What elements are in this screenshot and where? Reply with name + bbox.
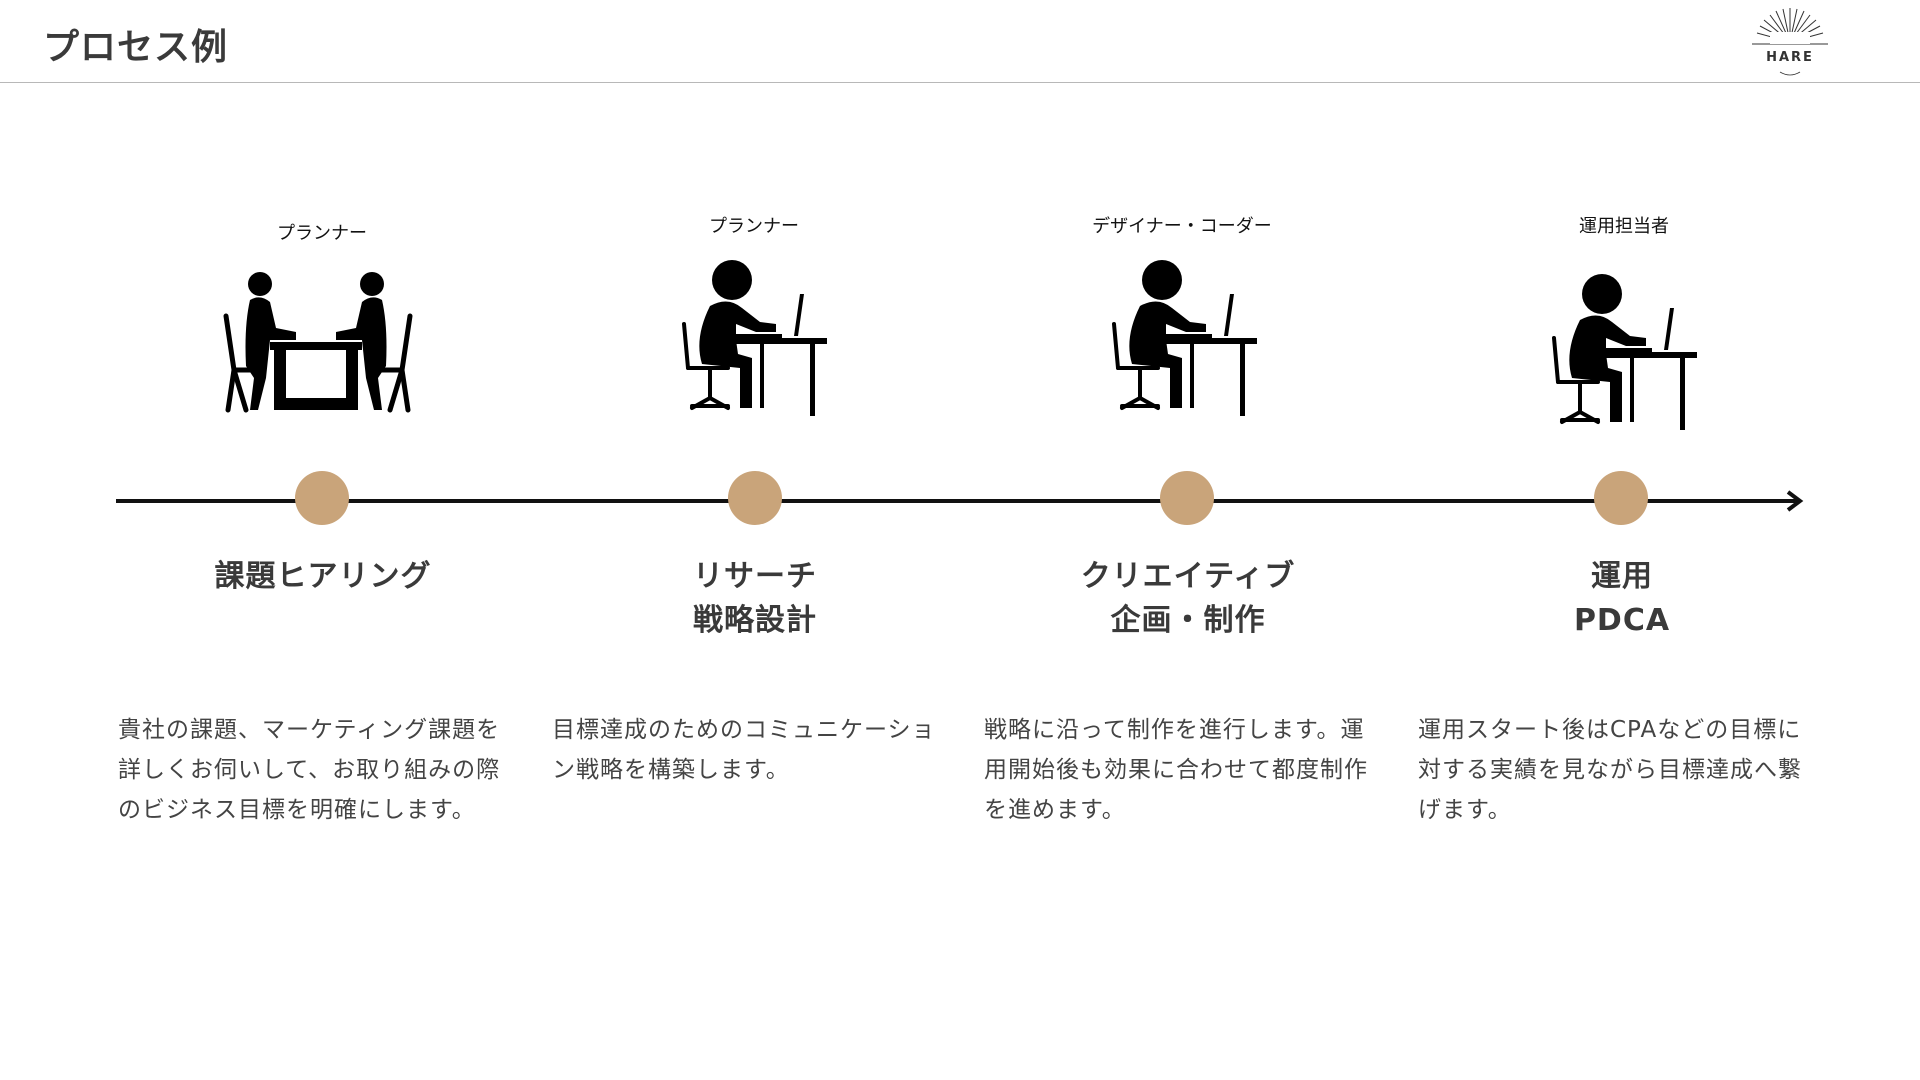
- step-3-marker: [1160, 471, 1214, 525]
- step-2-title-line2: 戦略設計: [693, 603, 817, 638]
- step-3-title-line2: 企画・制作: [1110, 603, 1266, 638]
- step-3-title: クリエイティブ 企画・制作: [1018, 555, 1358, 643]
- step-3-role: デザイナー・コーダー: [1092, 216, 1272, 237]
- step-4-title-line1: 運用: [1591, 559, 1653, 594]
- page-title: プロセス例: [43, 27, 229, 68]
- step-3-description: 戦略に沿って制作を進行します。運用開始後も効果に合わせて都度制作を進めます。: [984, 717, 1368, 823]
- sunburst-icon: [1752, 8, 1828, 76]
- meeting-icon: [223, 272, 413, 413]
- step-2-title-line1: リサーチ: [693, 559, 817, 594]
- person-at-desk-icon: [682, 260, 827, 416]
- header-bar: プロセス例 HARE: [0, 0, 1920, 83]
- step-1-description: 貴社の課題、マーケティング課題を詳しくお伺いして、お取り組みの際のビジネス目標を…: [118, 717, 501, 823]
- logo-text: HARE: [1766, 50, 1814, 65]
- step-4-title: 運用 PDCA: [1452, 555, 1792, 643]
- hare-logo: HARE: [1740, 2, 1840, 80]
- step-4-marker: [1594, 471, 1648, 525]
- step-1-title-line1: 課題ヒアリング: [214, 559, 432, 594]
- step-1-role: プランナー: [277, 223, 367, 244]
- step-2-description: 目標達成のためのコミュニケーション戦略を構築します。: [552, 717, 936, 783]
- person-at-desk-icon: [1552, 274, 1697, 430]
- timeline-arrow: [116, 490, 1804, 512]
- step-4-role: 運用担当者: [1579, 216, 1669, 237]
- person-at-desk-icon: [1112, 260, 1257, 416]
- step-4-description: 運用スタート後はCPAなどの目標に対する実績を見ながら目標達成へ繋げます。: [1418, 717, 1802, 823]
- step-2-marker: [728, 471, 782, 525]
- step-1-marker: [295, 471, 349, 525]
- step-3-title-line1: クリエイティブ: [1080, 559, 1296, 594]
- step-1-title: 課題ヒアリング: [153, 555, 493, 599]
- step-2-title: リサーチ 戦略設計: [585, 555, 925, 643]
- step-4-title-line2: PDCA: [1573, 603, 1671, 638]
- step-2-role: プランナー: [709, 216, 799, 237]
